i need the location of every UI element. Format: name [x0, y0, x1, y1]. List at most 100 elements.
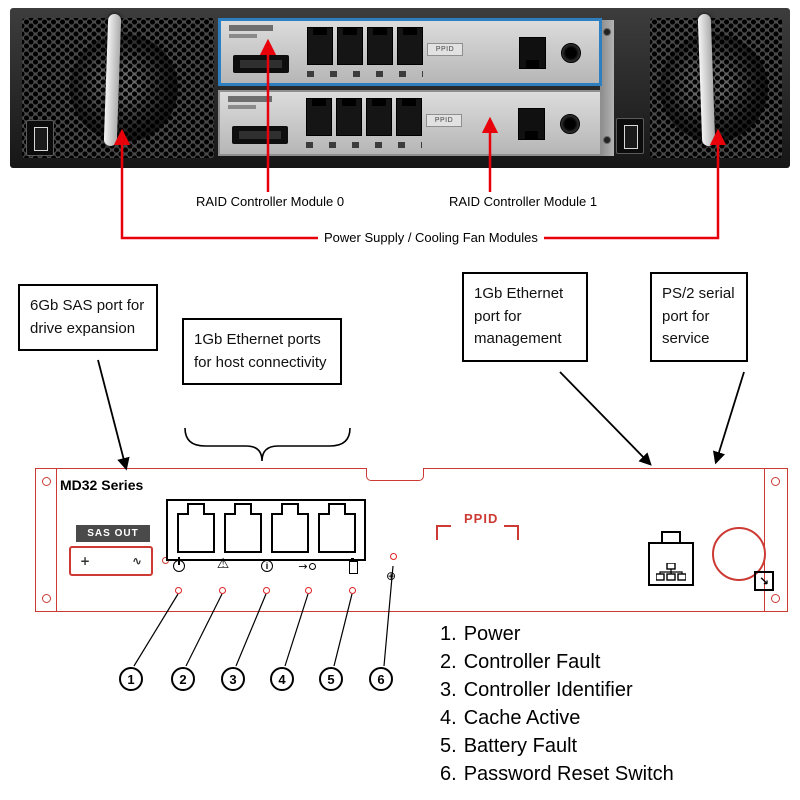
ethernet-port	[307, 27, 333, 65]
arrow-glyph: →	[298, 559, 308, 573]
raid-controller-module-0: PPID	[218, 18, 602, 86]
callout-ps2-serial: PS/2 serial port for service	[650, 272, 748, 362]
module-label-smudge	[229, 34, 257, 38]
power-switch-left	[26, 120, 54, 156]
flange-line-right	[764, 469, 765, 611]
fan-blade-left	[70, 34, 178, 142]
legend-num: 2.	[440, 651, 457, 673]
jack-body	[648, 542, 694, 586]
legend-label: Password Reset Switch	[463, 763, 674, 785]
module-label-smudge	[228, 96, 272, 102]
jack-tab	[661, 531, 681, 544]
legend-item: 3.Controller Identifier	[440, 676, 674, 704]
arrow-sas-callout	[97, 359, 130, 471]
led-icon-strip	[306, 142, 422, 148]
callout-number-2: 2	[171, 667, 195, 691]
ethernet-port	[306, 98, 332, 136]
ppid-bracket-right	[504, 525, 519, 540]
legend-num: 1.	[440, 623, 457, 645]
legend-label: Controller Fault	[463, 651, 601, 673]
ppid-label: PPID	[427, 43, 463, 56]
legend-item: 4.Cache Active	[440, 704, 674, 732]
info-letter: i	[265, 560, 269, 571]
ethernet-port	[336, 98, 362, 136]
callout-number-5: 5	[319, 667, 343, 691]
legend-label: Power	[463, 623, 521, 645]
ethernet-host-ports-drawing	[166, 499, 366, 561]
screw-hole-icon	[771, 594, 780, 603]
cache-arrow-icon: →	[298, 559, 316, 573]
power-switch-right	[616, 118, 644, 154]
raid-module-0-label: RAID Controller Module 0	[196, 194, 345, 209]
legend-num: 4.	[440, 707, 457, 729]
sas-out-label: SAS OUT	[76, 525, 150, 542]
password-reset-icon: ⊕	[382, 567, 400, 585]
callout-number-4: 4	[270, 667, 294, 691]
callout-ethernet-mgmt: 1Gb Ethernet port for management	[462, 272, 588, 362]
ppid-bracket-left	[436, 525, 451, 540]
raid-module-1-label: RAID Controller Module 1	[449, 194, 598, 209]
callout-number-1: 1	[119, 667, 143, 691]
battery-symbol	[348, 557, 358, 574]
power-symbol	[173, 560, 185, 572]
power-supply-label: Power Supply / Cooling Fan Modules	[318, 230, 544, 245]
arrow-ps2-callout	[712, 371, 745, 465]
led-power	[175, 587, 182, 594]
module-label-smudge	[229, 25, 273, 31]
led-legend: 1. Power 2. Controller Fault 3.Controller …	[440, 620, 674, 788]
ethernet-port-drawing	[317, 503, 356, 553]
legend-item: 1. Power	[440, 620, 674, 648]
ethernet-port	[337, 27, 363, 65]
screw-icon	[603, 28, 611, 36]
ethernet-port-drawing	[176, 503, 215, 553]
led-controller-fault	[219, 587, 226, 594]
ethernet-host-ports	[307, 27, 423, 65]
legend-item: 2. Controller Fault	[440, 648, 674, 676]
ps2-serial-port-drawing	[712, 527, 766, 581]
chassis-latch-strip	[600, 20, 614, 156]
network-icon	[656, 563, 686, 581]
brace-ethernet-ports	[184, 427, 351, 462]
callout-sas-port: 6Gb SAS port for drive expansion	[18, 284, 158, 351]
controller-fault-icon: ⚠	[214, 555, 232, 573]
ppid-label-drawing: PPID	[464, 511, 499, 526]
model-name: MD32 Series	[60, 477, 144, 493]
ethernet-port	[366, 98, 392, 136]
callout-number-3: 3	[221, 667, 245, 691]
led-cache-active	[305, 587, 312, 594]
led-battery-fault	[349, 587, 356, 594]
callout-number-6: 6	[369, 667, 393, 691]
ppid-label: PPID	[426, 114, 462, 127]
management-port-drawing	[648, 531, 698, 589]
legend-label: Controller Identifier	[463, 679, 633, 701]
management-ethernet-port	[518, 108, 545, 140]
service-icon: ↘	[754, 571, 774, 591]
sas-expansion-port	[233, 55, 289, 73]
legend-label: Battery Fault	[463, 735, 578, 757]
cache-active-icon: →	[298, 557, 316, 575]
ethernet-port	[397, 27, 423, 65]
ethernet-port-drawing	[270, 503, 309, 553]
warning-triangle-icon: ⚠	[216, 556, 230, 572]
info-circle-icon: i	[261, 560, 273, 572]
serial-port	[560, 114, 580, 134]
raid-controller-module-1: PPID	[218, 90, 602, 156]
wave-icon: ∿	[131, 554, 142, 568]
cache-dot	[308, 562, 316, 570]
legend-item: 6. Password Reset Switch	[440, 760, 674, 788]
arrow-mgmt-callout	[559, 371, 652, 466]
management-ethernet-port	[519, 37, 546, 69]
module-label-smudge	[228, 105, 256, 109]
legend-item: 5.Battery Fault	[440, 732, 674, 760]
power-icon	[170, 557, 188, 575]
screw-hole-icon	[42, 594, 51, 603]
ethernet-port	[396, 98, 422, 136]
legend-num: 6.	[440, 763, 457, 785]
top-latch	[366, 468, 424, 481]
password-reset-switch-hole	[390, 553, 397, 560]
diagonal-arrow-icon: ↘	[758, 574, 770, 588]
screw-icon	[603, 136, 611, 144]
screw-hole-icon	[42, 477, 51, 486]
chassis-rear-photo: PPID PPID	[10, 8, 790, 168]
